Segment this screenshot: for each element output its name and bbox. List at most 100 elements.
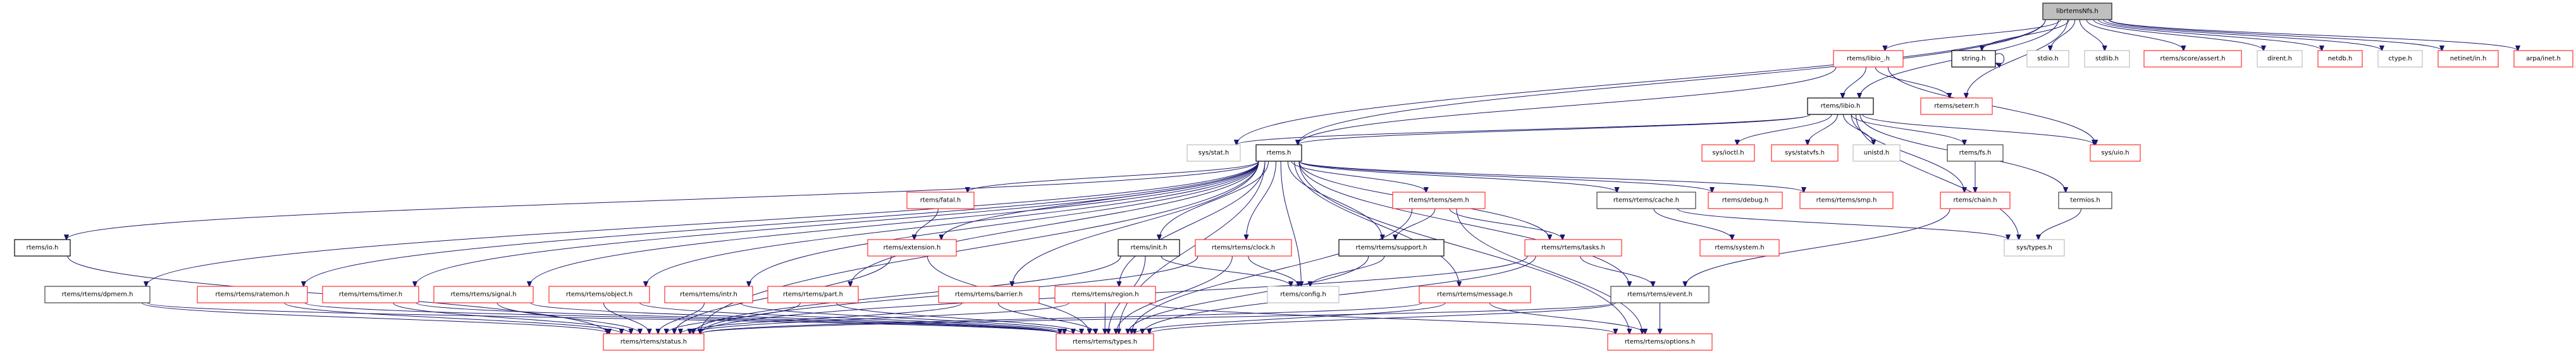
node-ratemon[interactable]: rtems/rtems/ratemon.h	[197, 286, 308, 303]
edge-chain-to-event	[1685, 208, 1950, 286]
node-label: rtems/init.h	[1131, 245, 1168, 252]
node-timer[interactable]: rtems/rtems/timer.h	[322, 286, 419, 303]
node-label: rtems/fatal.h	[920, 197, 961, 204]
node-part[interactable]: rtems/rtems/part.h	[767, 286, 859, 303]
node-label: rtems/rtems/dpmem.h	[62, 291, 133, 298]
node-label: rtems/rtems/cache.h	[1613, 197, 1679, 204]
node-netinet-in[interactable]: netinet/in.h	[2437, 50, 2499, 68]
edge-rtems-to-region	[1119, 161, 1266, 286]
node-event[interactable]: rtems/rtems/event.h	[1610, 286, 1710, 303]
edge-dpmem-to-status	[141, 302, 609, 334]
node-label: rtems/rtems/clock.h	[1212, 245, 1275, 252]
node-stdlib[interactable]: stdlib.h	[2084, 50, 2130, 68]
node-box	[2026, 50, 2069, 68]
node-netdb[interactable]: netdb.h	[2317, 50, 2363, 68]
edge-rtems-to-cache	[1298, 161, 1617, 192]
edge-fatal-to-extension	[915, 208, 939, 240]
node-cache[interactable]: rtems/rtems/cache.h	[1596, 192, 1696, 209]
node-label: rtems/rtems/types.h	[1073, 339, 1137, 346]
node-box	[2042, 3, 2112, 20]
node-io[interactable]: rtems/io.h	[14, 239, 71, 257]
node-options[interactable]: rtems/rtems/options.h	[1607, 333, 1713, 351]
node-signal[interactable]: rtems/rtems/signal.h	[433, 286, 534, 303]
node-libio-[interactable]: rtems/libio_.h	[1833, 50, 1904, 68]
edge-message-to-types	[1135, 302, 1446, 334]
edge-message-to-status	[700, 302, 1422, 334]
node-assert[interactable]: rtems/score/assert.h	[2143, 50, 2242, 68]
node-arpa-inet[interactable]: arpa/inet.h	[2513, 50, 2573, 68]
node-box	[1940, 192, 2011, 209]
node-stdio[interactable]: stdio.h	[2026, 50, 2069, 68]
edge-rtems-to-ratemon	[304, 161, 1259, 286]
node-termios[interactable]: termios.h	[2058, 192, 2112, 209]
node-label: dirent.h	[2267, 56, 2292, 63]
node-seterr[interactable]: rtems/seterr.h	[1920, 97, 1993, 115]
node-label: rtems/debug.h	[1722, 197, 1769, 204]
edge-part-to-types	[835, 302, 1082, 334]
node-system[interactable]: rtems/system.h	[1699, 239, 1780, 257]
node-label: rtems/rtems/timer.h	[339, 291, 402, 298]
edge-signal-to-types	[530, 302, 1060, 334]
edge-barrier-to-status	[681, 302, 963, 334]
edge-object-to-types	[639, 302, 1064, 334]
node-label: rtems/rtems/options.h	[1625, 339, 1695, 346]
node-debug[interactable]: rtems/debug.h	[1708, 192, 1783, 209]
node-region[interactable]: rtems/rtems/region.h	[1054, 286, 1156, 303]
node-unistd[interactable]: unistd.h	[1852, 144, 1901, 162]
node-tasks[interactable]: rtems/rtems/tasks.h	[1524, 239, 1622, 257]
node-label: rtems/rtems/ratemon.h	[215, 291, 289, 298]
node-status[interactable]: rtems/rtems/status.h	[603, 333, 705, 351]
node-clock[interactable]: rtems/rtems/clock.h	[1195, 239, 1292, 257]
node-uio[interactable]: sys/uio.h	[2090, 144, 2141, 162]
edge-init-to-config	[1161, 255, 1291, 286]
node-barrier[interactable]: rtems/rtems/barrier.h	[938, 286, 1040, 303]
edge-message-to-options	[1489, 302, 1645, 334]
node-label: sys/uio.h	[2101, 150, 2129, 157]
node-box	[1118, 239, 1180, 257]
node-dpmem[interactable]: rtems/rtems/dpmem.h	[44, 286, 151, 303]
node-libio[interactable]: rtems/libio.h	[1807, 97, 1874, 115]
edge-rtems-to-clock	[1246, 161, 1277, 240]
node-config[interactable]: rtems/config.h	[1267, 286, 1340, 303]
edge-rtems-to-init	[1159, 161, 1269, 240]
node-object[interactable]: rtems/rtems/object.h	[548, 286, 650, 303]
node-support[interactable]: rtems/rtems/support.h	[1338, 239, 1445, 257]
node-ctype[interactable]: ctype.h	[2377, 50, 2423, 68]
node-box	[1419, 286, 1531, 303]
node-root[interactable]: librtemsNfs.h	[2042, 3, 2112, 20]
node-box	[1610, 286, 1710, 303]
node-message[interactable]: rtems/rtems/message.h	[1419, 286, 1531, 303]
node-box	[2513, 50, 2573, 68]
edge-libio-to-chain	[1851, 114, 1964, 192]
node-extension[interactable]: rtems/extension.h	[867, 239, 957, 257]
edge-libio-to-sys_stat	[1236, 114, 1811, 145]
node-ioctl[interactable]: sys/ioctl.h	[1701, 144, 1755, 162]
node-fs[interactable]: rtems/fs.h	[1947, 144, 2004, 162]
node-rtems[interactable]: rtems.h	[1255, 144, 1302, 162]
node-fatal[interactable]: rtems/fatal.h	[906, 192, 975, 209]
node-string[interactable]: string.h	[1951, 50, 1996, 68]
node-dirent[interactable]: dirent.h	[2257, 50, 2303, 68]
node-sys-types[interactable]: sys/types.h	[2004, 239, 2065, 257]
node-box	[2084, 50, 2130, 68]
node-label: netinet/in.h	[2450, 56, 2487, 63]
node-chain[interactable]: rtems/chain.h	[1940, 192, 2011, 209]
node-label: rtems/rtems/signal.h	[450, 291, 516, 298]
node-box	[664, 286, 753, 303]
node-label: rtems/extension.h	[884, 245, 941, 252]
node-intr[interactable]: rtems/rtems/intr.h	[664, 286, 753, 303]
edge-string-to-string	[1995, 53, 2005, 64]
edge-root-to-sys_stat	[1236, 19, 2046, 145]
node-sem[interactable]: rtems/rtems/sem.h	[1392, 192, 1486, 209]
node-label: sys/stat.h	[1199, 150, 1229, 157]
edge-root-to-seterr	[1966, 19, 2068, 98]
node-smp[interactable]: rtems/rtems/smp.h	[1799, 192, 1894, 209]
edge-libio_-to-rtems	[1298, 66, 1837, 145]
node-init[interactable]: rtems/init.h	[1118, 239, 1180, 257]
edge-cache-to-sys_types	[1677, 208, 2008, 240]
node-statvfs[interactable]: sys/statvfs.h	[1771, 144, 1839, 162]
node-types[interactable]: rtems/rtems/types.h	[1056, 333, 1154, 351]
node-sys-stat[interactable]: sys/stat.h	[1186, 144, 1241, 162]
node-box	[197, 286, 308, 303]
edge-rtems-to-support	[1287, 161, 1383, 240]
